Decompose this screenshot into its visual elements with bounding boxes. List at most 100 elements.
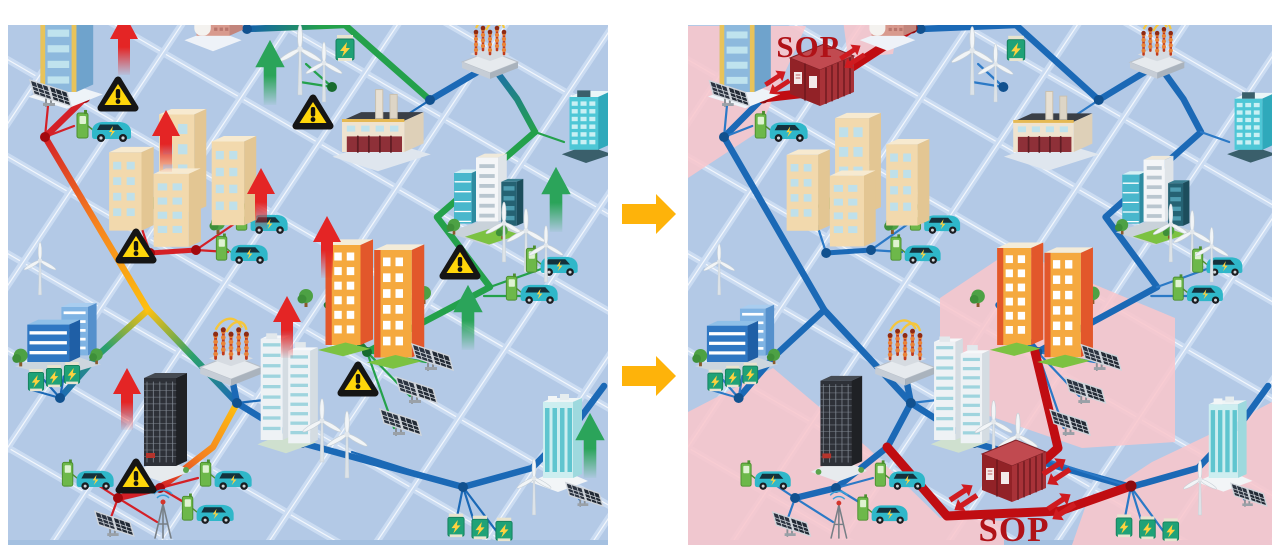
service-line: [834, 476, 875, 490]
network-node: [191, 245, 201, 255]
network-node: [915, 25, 926, 34]
sop-container-icon: [788, 43, 856, 106]
wind-icon: [506, 208, 546, 273]
tree-icon: [297, 289, 313, 307]
network-node: [113, 493, 123, 503]
trafo-icon: [198, 317, 264, 386]
apt-blue-icon: [707, 25, 781, 109]
feeder-line: [144, 306, 241, 407]
service-line: [722, 104, 729, 139]
ev-icon: [215, 233, 268, 264]
wind-icon: [974, 400, 1013, 463]
office-cyan-icon: [561, 90, 608, 164]
trafo-icon: [1128, 25, 1186, 79]
wind-icon: [23, 241, 57, 296]
wind-icon: [528, 225, 564, 283]
service-line: [976, 62, 1005, 89]
battery-icon: [27, 369, 45, 392]
feeder-line: [487, 60, 539, 136]
network-node: [1093, 95, 1104, 105]
solar-icon: [1230, 482, 1268, 507]
battery-icon: [471, 515, 489, 540]
power-exchange-arrows-icon: [1046, 493, 1077, 521]
network-node: [55, 393, 65, 403]
network-node: [998, 82, 1009, 92]
overload-arrow-icon: [313, 216, 341, 278]
service-line: [1199, 130, 1231, 144]
sop-label: SOP: [978, 510, 1049, 549]
battery-icon: [724, 365, 741, 388]
overload-arrow-icon: [152, 110, 180, 172]
sop-devices: [764, 43, 1077, 521]
transition-arrow-icon: [622, 356, 676, 396]
feeder-line: [720, 133, 828, 314]
battery-icon: [1006, 35, 1026, 62]
feeder-line: [243, 25, 434, 104]
network-node: [790, 493, 801, 503]
power-exchange-arrows-icon: [1041, 458, 1072, 486]
battery-icon: [495, 517, 513, 542]
apts-cream-icon: [786, 112, 930, 247]
solar-icon: [28, 78, 73, 108]
service-line: [793, 496, 835, 524]
service-line: [722, 124, 754, 139]
trafo-icon: [460, 25, 520, 79]
towers-white-icon: [257, 333, 318, 454]
skyscraper-icon: [134, 373, 192, 482]
network-node: [821, 248, 832, 258]
ev-icon: [181, 493, 234, 524]
battery-icon: [335, 35, 355, 61]
wind-icon: [302, 398, 342, 463]
feeder-line: [791, 484, 840, 502]
battery-icon: [447, 513, 465, 538]
battery-icon: [1162, 518, 1180, 542]
ev-icon: [76, 110, 131, 142]
network-node: [40, 132, 50, 142]
overload-arrow-icon: [110, 25, 138, 75]
powerplant-icon: [12, 303, 103, 378]
service-line: [533, 130, 566, 144]
feeder-line: [821, 306, 915, 407]
gov-icon: [1114, 155, 1195, 246]
towers-white-icon: [930, 336, 990, 453]
service-line: [869, 222, 910, 252]
feeder-line: [147, 247, 199, 256]
warning-icon: [115, 458, 157, 494]
skyscraper-icon: [810, 375, 867, 482]
service-line: [194, 222, 236, 252]
ev-icon: [1172, 274, 1223, 304]
gov-icon: [446, 153, 529, 246]
wind-icon: [951, 26, 994, 96]
solar-icon: [1080, 343, 1123, 372]
office-cyan-icon: [1227, 92, 1272, 163]
ev-icon: [199, 459, 252, 490]
wind-icon: [1152, 203, 1189, 263]
network-node: [830, 483, 841, 493]
antenna-icon: [153, 489, 173, 539]
ev-icon: [874, 460, 926, 490]
service-line: [158, 476, 200, 490]
wind-icon: [516, 458, 552, 516]
hotel-icon: [859, 25, 917, 51]
solar-icon: [378, 407, 423, 437]
factory-icon: [1003, 91, 1100, 171]
overload-arrow-icon: [113, 368, 141, 430]
service-line: [1129, 485, 1168, 538]
feeder-line: [917, 25, 1102, 104]
warning-icon: [439, 244, 481, 280]
tree-icon: [969, 289, 985, 307]
battery-icon: [1139, 516, 1156, 540]
wind-icon: [485, 201, 523, 263]
power-exchange-arrows-icon: [839, 44, 866, 69]
ev-icon: [505, 273, 558, 304]
hotel-icon: [184, 25, 243, 52]
warning-icon: [115, 228, 157, 264]
solar-icon: [1064, 376, 1107, 405]
network-node: [719, 132, 730, 142]
ev-icon: [754, 110, 808, 142]
feeder-line: [1154, 60, 1205, 136]
apts-cream-icon: [109, 109, 257, 247]
trafo-icon: [873, 319, 937, 386]
overload-indicators: [97, 25, 605, 494]
